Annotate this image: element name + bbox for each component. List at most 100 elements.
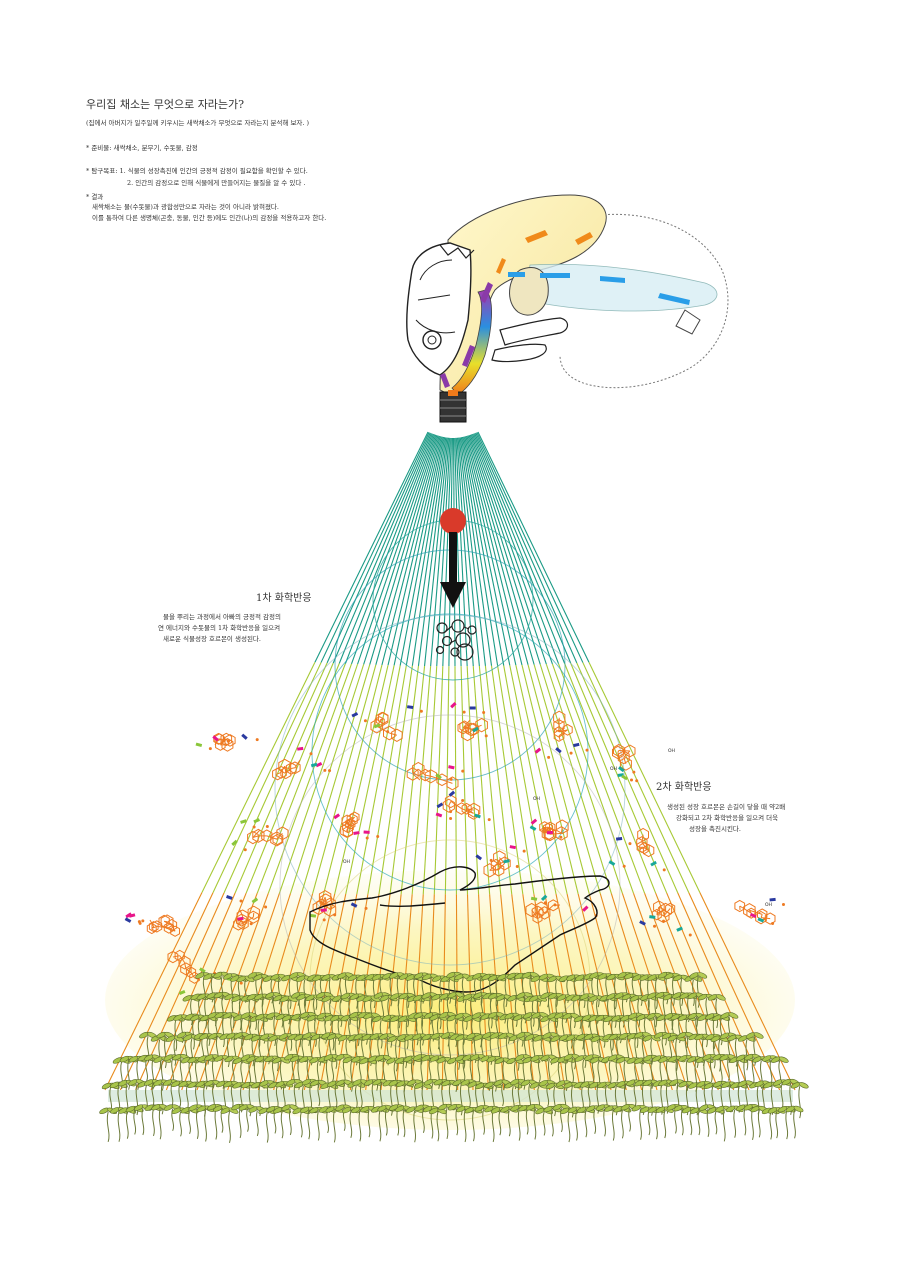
molecule-cluster	[475, 845, 526, 878]
spray-line	[470, 434, 553, 665]
spray-line	[312, 664, 377, 894]
sprout-icon	[590, 1035, 609, 1063]
sprout-icon	[526, 1104, 544, 1140]
spray-line	[395, 894, 413, 1091]
molecule-cluster	[272, 746, 332, 781]
spray-line	[464, 436, 517, 666]
hand-icon	[309, 866, 610, 993]
spray-line	[468, 435, 541, 665]
sprout-icon	[220, 1107, 239, 1144]
sprout-icon	[500, 1106, 519, 1137]
molecule-cluster	[525, 894, 598, 924]
spray-line	[245, 663, 340, 894]
spray-line	[422, 666, 438, 895]
reaction-1-title: 1차 화학반응	[256, 593, 312, 604]
spray-line	[484, 665, 513, 895]
spray-line	[490, 665, 524, 895]
molecule-cluster	[124, 912, 180, 937]
molecule-cluster	[195, 732, 259, 752]
molecule-cluster	[450, 702, 488, 742]
sprout-icon	[514, 972, 533, 1006]
spray-line	[345, 665, 395, 895]
spray-line	[466, 435, 529, 665]
molecule-cluster	[351, 705, 423, 742]
spray-line	[350, 434, 436, 665]
result-1-text: 새싹채소는 물(수돗물)과 광합성만으로 자라는 것이 아니라 밝혀졌다.	[92, 203, 279, 211]
molecule-cluster	[435, 794, 491, 822]
spray-line	[588, 662, 701, 893]
spray-line	[387, 436, 442, 666]
spray-line	[471, 433, 560, 664]
sprout-icon	[785, 1105, 804, 1139]
spray-line	[533, 664, 601, 894]
reaction-1-line: 연 에너지와 수돗물의 1차 화학반응을 일으켜	[158, 624, 281, 632]
spray-line	[405, 437, 446, 666]
spray-beam	[104, 431, 796, 1091]
spray-line	[570, 662, 668, 894]
spray-line	[393, 436, 443, 666]
spray-line	[365, 894, 391, 1091]
spray-line	[411, 666, 432, 895]
spray-line	[278, 663, 359, 894]
spray-line	[369, 435, 439, 665]
down-arrow-icon	[440, 532, 466, 608]
page-title: 우리집 채소는 무엇으로 자라는가?	[86, 98, 245, 111]
spray-line	[267, 663, 353, 894]
spray-line	[363, 435, 438, 665]
spray-line	[367, 665, 407, 895]
spray-line	[476, 432, 584, 663]
spray-line	[320, 432, 430, 663]
spray-line	[357, 434, 437, 665]
spray-line	[475, 432, 578, 664]
sprout-icon	[678, 1080, 697, 1116]
molecule-cluster	[406, 761, 465, 803]
spray-line	[459, 437, 493, 666]
spray-line	[473, 433, 566, 664]
sprout-icon	[404, 1034, 423, 1066]
molecule-cluster	[226, 895, 268, 931]
sprout-field	[99, 971, 809, 1144]
spray-line	[344, 433, 435, 664]
spray-line	[551, 663, 635, 894]
spray-line	[478, 665, 502, 895]
spray-line	[334, 665, 389, 895]
molecule-cluster	[333, 811, 380, 840]
spray-line	[356, 665, 401, 895]
molecule-cluster	[529, 818, 569, 842]
spray-line	[521, 664, 579, 894]
spray-line	[463, 436, 511, 666]
spray-line	[515, 665, 568, 895]
spray-line	[527, 664, 590, 894]
objective-1-text: * 탐구목표: 1. 식물의 성장촉진에 인간의 긍정적 감정이 필요함을 확인…	[86, 167, 308, 175]
molecule-cluster	[734, 897, 785, 926]
reaction-2-line: 생성된 성장 호르몬은 손길이 닿을 때 약2배	[667, 803, 786, 811]
spray-line	[300, 664, 371, 894]
objective-2-text: 2. 인간의 감정으로 인해 식물에게 만들어지는 물질을 알 수 있다 .	[127, 179, 306, 187]
reaction-1-line: 물을 뿌리는 과정에서 아빠의 긍정적 감정의	[163, 613, 281, 621]
spray-line	[289, 664, 365, 894]
spray-line	[433, 666, 444, 895]
spray-line	[564, 663, 657, 894]
spray-line	[474, 433, 572, 664]
spray-line	[454, 437, 462, 667]
spray-line	[332, 433, 432, 664]
spray-line	[469, 434, 547, 665]
spray-line	[338, 433, 433, 664]
spray-line	[436, 437, 451, 667]
sprout-icon	[689, 1107, 708, 1136]
spray-line	[460, 666, 469, 895]
spray-line	[472, 666, 491, 895]
spray-bottle-icon	[406, 194, 729, 423]
oh-label: OH	[533, 796, 540, 802]
page-subtitle: (집에서 아버지가 일주일께 키우시는 새싹채소가 무엇으로 자라는지 분석해 …	[86, 119, 310, 127]
molecule-cluster	[534, 710, 589, 759]
spray-line	[104, 892, 203, 1091]
reaction-2-line: 성장을 촉진시킨다.	[689, 825, 741, 833]
spray-line	[399, 436, 445, 666]
spray-line	[389, 665, 420, 895]
materials-text: * 준비물: 새싹채소, 분무기, 수돗물, 감정	[86, 144, 198, 152]
spray-line	[539, 664, 612, 894]
spray-line	[466, 666, 480, 895]
